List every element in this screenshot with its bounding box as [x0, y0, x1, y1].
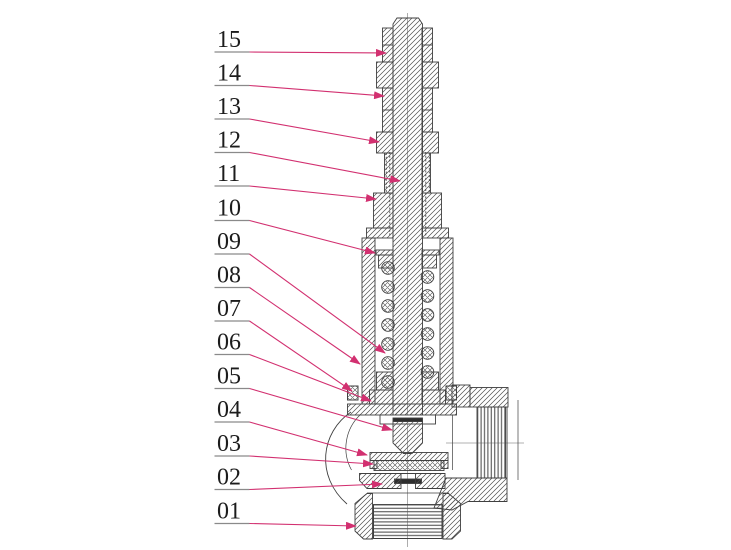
leader-02: [249, 480, 383, 491]
cap-nut-stack: [376, 27, 439, 154]
spring-coil: [381, 280, 395, 294]
spindle-end-face: [392, 417, 423, 422]
spring-coil: [420, 346, 435, 360]
part-label-06: 06: [217, 330, 241, 356]
leader-10: [249, 219, 376, 255]
leader-12: [249, 151, 401, 184]
part-label-09: 09: [217, 229, 241, 255]
part-label-07: 07: [217, 296, 241, 322]
inlet-wall-left: [354, 493, 373, 540]
part-label-02: 02: [217, 465, 241, 491]
spring-coil: [381, 299, 395, 313]
body-outer-arc: [325, 411, 352, 505]
spring-coil: [381, 356, 395, 370]
body-inner-arc: [345, 414, 361, 471]
part-label-03: 03: [217, 431, 241, 457]
part-label-05: 05: [217, 364, 241, 390]
inlet-port: [354, 493, 461, 540]
lower-spring-seat: [369, 371, 446, 405]
part-label-13: 13: [217, 94, 241, 120]
part-label-11: 11: [217, 161, 240, 187]
stem-sleeve: [366, 192, 449, 239]
outlet-wall-bottom: [433, 477, 508, 511]
spring-coil: [381, 337, 395, 351]
leader-07: [249, 320, 353, 392]
outlet-threads: [476, 406, 506, 479]
part-label-10: 10: [217, 196, 241, 222]
part-label-01: 01: [217, 499, 241, 525]
spring-coil: [420, 308, 435, 322]
valve-disc: [373, 460, 445, 471]
part-label-14: 14: [217, 61, 241, 87]
leader-04: [249, 421, 368, 457]
outlet-port: [433, 384, 519, 511]
leader-01: [249, 521, 357, 530]
seat-body-right: [415, 473, 446, 489]
inlet-threads: [373, 504, 443, 539]
part-label-12: 12: [217, 128, 241, 154]
part-label-08: 08: [217, 263, 241, 289]
part-labels: 15 14 13 12 11 10 09 08 07 06 05 04 03 0…: [217, 27, 241, 525]
spring-coil: [381, 261, 395, 275]
leader-05: [249, 387, 393, 432]
valve-assembly: [325, 17, 519, 540]
lock-nut: [376, 61, 394, 89]
lock-nut: [376, 131, 394, 154]
outlet-wall-top-step: [451, 384, 471, 408]
outlet-wall-top: [469, 387, 509, 408]
spring-coil: [420, 270, 435, 284]
leader-06: [249, 353, 372, 402]
housing-wall-right: [439, 237, 454, 405]
spring-coil: [420, 289, 435, 303]
leader-13: [249, 118, 380, 145]
lock-nut: [421, 61, 439, 89]
spindle-tip: [392, 421, 423, 454]
thread-engagement-lines: [385, 152, 430, 237]
part-label-15: 15: [217, 27, 241, 53]
leader-lines: [249, 48, 401, 530]
leader-03: [249, 455, 374, 468]
leader-11: [249, 185, 377, 202]
part-label-04: 04: [217, 397, 241, 423]
leader-08: [249, 287, 361, 365]
leader-15: [249, 48, 387, 57]
leader-09: [249, 253, 386, 354]
spring-coil: [381, 318, 395, 332]
bonnet-flange: [347, 403, 457, 416]
leader-14: [249, 84, 385, 100]
lock-nut: [421, 131, 439, 154]
label-underlines: [214, 51, 250, 525]
seat-body-left: [359, 473, 402, 489]
adjusting-screw: [392, 17, 423, 419]
housing-wall-left: [361, 237, 376, 405]
spring-coil: [420, 327, 435, 341]
